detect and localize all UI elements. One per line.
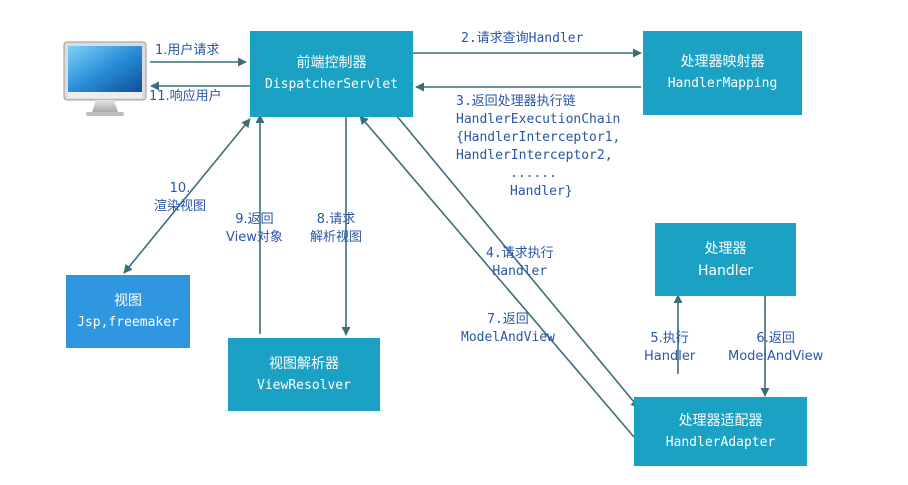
view-resolver-box: 视图解析器 ViewResolver [228,338,380,411]
view-resolver-subtitle: ViewResolver [257,377,351,393]
step-3-line-5: ...... [510,166,557,181]
step-3-label: 3.返回处理器执行链 HandlerExecutionChain {Handle… [456,93,620,201]
handler-adapter-title: 处理器适配器 [678,412,763,429]
step-3-line-1: 3.返回处理器执行链 [456,94,576,109]
handler-adapter-box: 处理器适配器 HandlerAdapter [634,397,807,466]
step-4-label: 4.请求执行 Handler [486,245,554,281]
view-box: 视图 Jsp,freemaker [66,275,190,348]
step-6-line-2: ModelAndView [728,349,824,364]
dispatcher-servlet-title: 前端控制器 [296,55,367,71]
computer-monitor-icon [63,41,147,116]
step-5-line-2: Handler [644,349,696,364]
step-5-label: 5.执行 Handler [644,330,695,366]
arrow-10-render-view [123,118,251,274]
step-1-label: 1.用户请求 [155,43,220,58]
step-7-line-1: 7.返回 [487,312,529,327]
handler-subtitle: Handler [697,262,754,279]
handler-box: 处理器 Handler [655,223,796,296]
step-3-line-2: HandlerExecutionChain [456,112,621,127]
step-2-label: 2.请求查询Handler [461,31,584,46]
step-3-line-4: HandlerInterceptor2, [456,148,613,163]
handler-mapping-box: 处理器映射器 HandlerMapping [643,31,802,115]
step-10-line-2: 渲染视图 [154,199,207,214]
step-9-line-2: View对象 [226,230,283,245]
handler-title: 处理器 [704,240,747,257]
handler-mapping-title: 处理器映射器 [680,54,765,70]
arrow-4-execute-handler [395,114,640,409]
view-title: 视图 [114,292,142,309]
step-5-line-1: 5.执行 [650,331,689,346]
view-resolver-title: 视图解析器 [269,355,339,372]
handler-adapter-subtitle: HandlerAdapter [665,434,776,450]
step-8-label: 8.请求 解析视图 [310,211,362,247]
step-3-line-6: Handler} [510,184,573,199]
step-7-line-2: ModelAndView [461,330,555,345]
step-9-label: 9.返回 View对象 [226,211,283,247]
dispatcher-servlet-box: 前端控制器 DispatcherServlet [250,31,413,117]
step-4-line-1: 4.请求执行 [486,246,554,261]
step-6-label: 6.返回 ModelAndView [728,330,823,366]
step-3-line-3: {HandlerInterceptor1, [456,130,621,145]
step-6-line-1: 6.返回 [756,331,795,346]
step-4-line-2: Handler [492,264,548,279]
step-8-line-2: 解析视图 [310,230,363,245]
view-subtitle: Jsp,freemaker [77,314,179,330]
step-11-label: 11.响应用户 [149,89,222,104]
step-9-line-1: 9.返回 [235,212,274,227]
dispatcher-servlet-subtitle: DispatcherServlet [264,77,399,92]
handler-mapping-subtitle: HandlerMapping [667,76,778,91]
step-7-label: 7.返回 ModelAndView [461,311,555,347]
step-10-label: 10. 渲染视图 [154,180,206,216]
arrow-7-return-modelandview [359,115,635,438]
step-8-line-1: 8.请求 [316,212,356,227]
step-10-line-1: 10. [169,181,191,196]
